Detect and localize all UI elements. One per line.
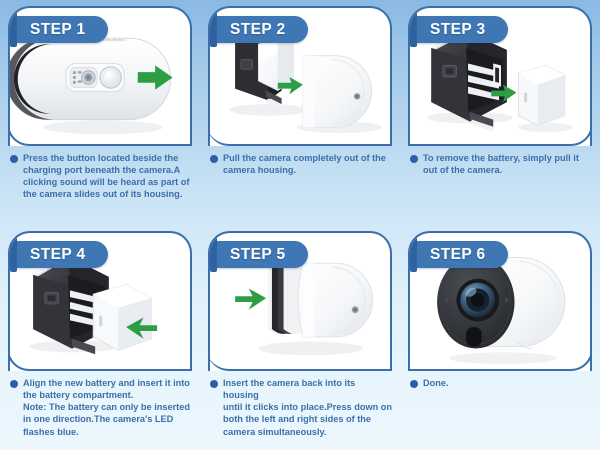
- illustration-battery-insert: [10, 233, 190, 371]
- step-caption-6: Done.: [408, 377, 592, 389]
- step-panel-4: STEP 4: [0, 225, 200, 450]
- battery-block: [92, 284, 152, 351]
- step-caption-text-5: Insert the camera back into its housing …: [223, 378, 392, 437]
- green-arrow-right: [491, 84, 517, 103]
- step-caption-4: Align the new battery and insert it into…: [8, 377, 192, 438]
- step-panel-3: STEP 3: [400, 0, 600, 225]
- step-badge-5: STEP 5: [210, 237, 308, 272]
- step-panel-2: STEP 2: [200, 0, 400, 225]
- step-badge-label-6: STEP 6: [430, 245, 486, 263]
- step-badge-4: STEP 4: [10, 237, 108, 272]
- bullet-icon: [10, 155, 18, 163]
- step-caption-5: Insert the camera back into its housing …: [208, 377, 392, 438]
- step-caption-text-1: Press the button located beside the char…: [23, 153, 190, 200]
- step-illustration-card-5: STEP 5: [208, 231, 392, 371]
- step-badge-label-3: STEP 3: [430, 20, 486, 38]
- step-illustration-card-1: STEP 1: [8, 6, 192, 146]
- step-illustration-card-6: STEP 6: [408, 231, 592, 371]
- illustration-battery-removal: [410, 8, 590, 146]
- step-badge-label-4: STEP 4: [30, 245, 86, 263]
- step-panel-1: STEP 1: [0, 0, 200, 225]
- step-badge-label-1: STEP 1: [30, 20, 86, 38]
- step-illustration-card-2: STEP 2: [208, 6, 392, 146]
- step-badge-3: STEP 3: [410, 12, 508, 47]
- step-illustration-card-4: STEP 4: [8, 231, 192, 371]
- step-badge-label-5: STEP 5: [230, 245, 286, 263]
- step-panel-5: STEP 5: [200, 225, 400, 450]
- bullet-icon: [410, 155, 418, 163]
- step-illustration-card-3: STEP 3: [408, 6, 592, 146]
- bullet-icon: [210, 155, 218, 163]
- step-caption-text-4: Align the new battery and insert it into…: [23, 378, 190, 437]
- green-arrow-left: [126, 317, 158, 339]
- step-badge-6: STEP 6: [410, 237, 508, 272]
- step-badge-label-2: STEP 2: [230, 20, 286, 38]
- green-arrow-right: [235, 288, 267, 310]
- bullet-icon: [210, 380, 218, 388]
- step-badge-2: STEP 2: [210, 12, 308, 47]
- illustration-camera-underside: [10, 8, 190, 146]
- battery-block: [517, 64, 566, 126]
- bullet-icon: [10, 380, 18, 388]
- illustration-camera-reinsert: [210, 233, 390, 371]
- step-caption-2: Pull the camera completely out of the ca…: [208, 152, 392, 176]
- step-caption-text-2: Pull the camera completely out of the ca…: [223, 153, 386, 176]
- illustration-assembled-camera: [410, 233, 590, 371]
- step-panel-6: STEP 6: [400, 225, 600, 450]
- bullet-icon: [410, 380, 418, 388]
- green-arrow-left: [137, 65, 173, 90]
- green-arrow-right: [277, 77, 303, 95]
- step-caption-1: Press the button located beside the char…: [8, 152, 192, 201]
- step-caption-3: To remove the battery, simply pull it ou…: [408, 152, 592, 176]
- step-caption-text-3: To remove the battery, simply pull it ou…: [423, 153, 579, 176]
- step-caption-text-6: Done.: [423, 378, 449, 388]
- step-badge-1: STEP 1: [10, 12, 108, 47]
